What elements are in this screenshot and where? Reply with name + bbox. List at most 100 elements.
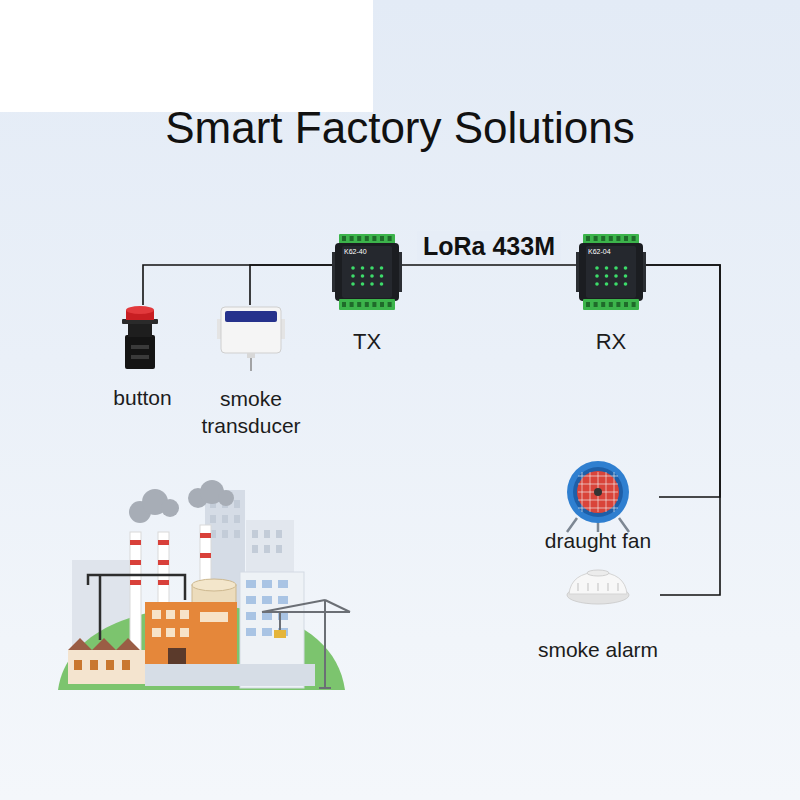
terminal-screw [350, 236, 354, 241]
switch-body [125, 335, 155, 369]
wire-connector [250, 265, 332, 305]
terminal-screw [586, 302, 590, 307]
model-label: K62-40 [344, 247, 392, 256]
status-led [351, 282, 355, 286]
status-led [351, 266, 355, 270]
terminal-screw [365, 236, 369, 241]
white-panel [0, 0, 373, 112]
alarm-vent [577, 583, 578, 591]
transmitter-node: K62-40TX [332, 232, 402, 356]
status-led [614, 266, 618, 270]
crane [262, 600, 350, 688]
terminal-screw [594, 302, 598, 307]
switch-clip [131, 345, 149, 349]
terminal-screw [372, 302, 376, 307]
device-face [586, 246, 636, 298]
terminal-screw [388, 236, 392, 241]
alarm-vent [617, 583, 618, 591]
title-text: Smart Factory Solutions [0, 100, 800, 156]
terminal-screw [632, 236, 636, 241]
device-face [342, 246, 392, 298]
fan-grill [578, 500, 618, 501]
terminal-screw [365, 302, 369, 307]
fan-housing [567, 461, 629, 523]
status-led [380, 274, 384, 278]
wire-connector [143, 265, 332, 305]
terminal-screw [594, 236, 598, 241]
smoke-cloud [129, 480, 234, 523]
wire-connector [646, 265, 720, 497]
terminal-screw [632, 302, 636, 307]
workshop [68, 650, 145, 684]
terminal-screw [616, 302, 620, 307]
status-led [605, 274, 609, 278]
factory-windows [152, 610, 228, 637]
sensor-node: smoke transducer [195, 305, 307, 441]
caption: draught fan [529, 528, 667, 554]
workshop-windows [74, 660, 130, 670]
receiver-node: K62-04RX [576, 232, 646, 356]
status-led [614, 274, 618, 278]
fan-node: draught fan [537, 460, 659, 556]
tank-top [192, 579, 236, 591]
status-led [614, 282, 618, 286]
caption: button [90, 385, 195, 411]
fan-grill [614, 472, 615, 512]
terminal-screw [357, 236, 361, 241]
factory-illustration [58, 480, 350, 690]
wire-connector [646, 265, 720, 595]
terminal-screw [388, 302, 392, 307]
fan-blades [577, 471, 619, 513]
status-led [361, 282, 365, 286]
device-label: RX [576, 328, 646, 355]
status-led [605, 282, 609, 286]
alarm-vent [597, 583, 598, 591]
sensor-band [225, 311, 277, 322]
sensor-housing [221, 307, 281, 353]
status-led [380, 282, 384, 286]
factory-door [168, 648, 186, 664]
button-cap-top [126, 306, 154, 314]
switch-clip [131, 355, 149, 359]
fan-grill [606, 472, 607, 512]
device-label: TX [332, 328, 402, 355]
terminal-screw [342, 302, 346, 307]
building-windows [210, 500, 282, 553]
status-led [595, 274, 599, 278]
status-led [595, 266, 599, 270]
status-led [380, 266, 384, 270]
sawtooth-roof [68, 638, 140, 650]
terminal-screw [601, 302, 605, 307]
terminal-screw [609, 236, 613, 241]
caption: smoke transducer [195, 385, 307, 439]
status-led [361, 274, 365, 278]
status-led [624, 266, 628, 270]
caption: smoke alarm [526, 637, 670, 663]
terminal-screw [586, 236, 590, 241]
status-led [351, 274, 355, 278]
status-led [361, 266, 365, 270]
status-led [370, 274, 374, 278]
status-led [624, 274, 628, 278]
device-body [335, 243, 399, 301]
button-node: button [105, 305, 180, 413]
status-led [624, 282, 628, 286]
cable-gland [247, 353, 255, 358]
crane-load [274, 630, 286, 638]
terminal-screw [380, 302, 384, 307]
terminal-screw [350, 302, 354, 307]
model-label: K62-04 [588, 247, 636, 256]
terminal-block [339, 299, 395, 310]
terminal-screw [616, 236, 620, 241]
terminal-screw [624, 236, 628, 241]
terminal-screw [380, 236, 384, 241]
terminal-screw [357, 302, 361, 307]
sensor-cable [250, 358, 252, 371]
factory-building [145, 602, 237, 664]
alarm-cap [587, 570, 609, 576]
fan-rim [573, 467, 623, 517]
terminal-block [583, 299, 639, 310]
status-led [370, 266, 374, 270]
fan-grill [578, 508, 618, 509]
